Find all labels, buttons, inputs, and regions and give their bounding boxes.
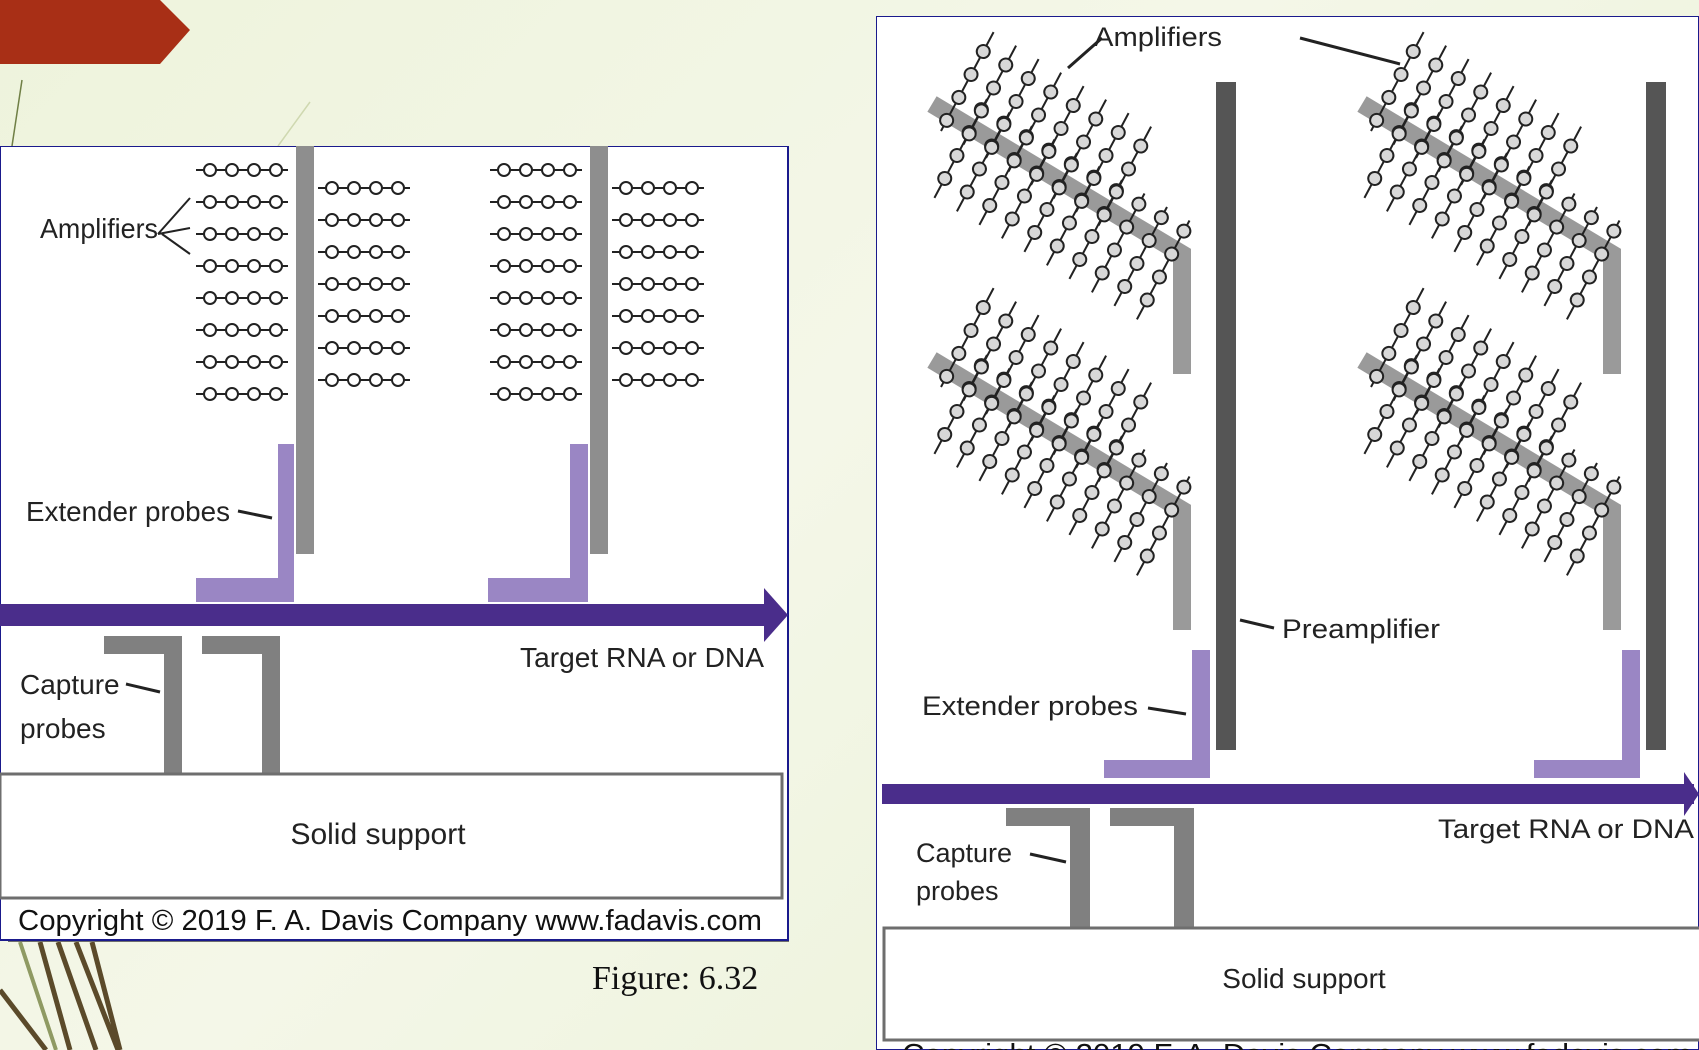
right-target-strand bbox=[882, 772, 1699, 816]
figure-caption: Figure: 6.32 bbox=[592, 960, 759, 997]
right-probes-label: probes bbox=[916, 876, 999, 906]
right-copyright: Copyright © 2019 F. A. Davis Company www… bbox=[902, 1039, 1692, 1050]
right-capture-probe-1 bbox=[1006, 808, 1090, 928]
right-amplifiers-label: Amplifiers bbox=[1094, 22, 1222, 52]
left-extender-probes-label: Extender probes bbox=[26, 496, 230, 527]
left-copyright: Copyright © 2019 F. A. Davis Company www… bbox=[18, 905, 762, 937]
amplifier-cluster-1 bbox=[296, 146, 314, 554]
title-tab-shape bbox=[0, 0, 190, 64]
left-target-label: Target RNA or DNA bbox=[520, 642, 764, 673]
left-probes-label: probes bbox=[20, 713, 106, 744]
extender-probe-1 bbox=[196, 444, 294, 602]
right-solid-support-label: Solid support bbox=[1222, 963, 1386, 994]
target-strand bbox=[0, 588, 788, 642]
right-preamplifier-label: Preamplifier bbox=[1282, 614, 1440, 644]
left-solid-support-label: Solid support bbox=[290, 818, 466, 851]
preamplifier-1 bbox=[1216, 82, 1236, 750]
left-amplifiers-label: Amplifiers bbox=[40, 213, 158, 244]
right-extender-probes-label: Extender probes bbox=[922, 691, 1138, 721]
right-extender-probe-2 bbox=[1534, 650, 1640, 778]
preamplifier-2 bbox=[1646, 82, 1666, 750]
right-extender-probe-1 bbox=[1104, 650, 1210, 778]
amplifier-cluster-2 bbox=[590, 146, 608, 554]
left-figure: Amplifiers Extender probes Target RNA or… bbox=[0, 146, 789, 942]
right-capture-label: Capture bbox=[916, 838, 1012, 868]
capture-probe-2 bbox=[202, 636, 280, 774]
right-figure: Amplifiers Preamplifier Extender probes … bbox=[876, 16, 1699, 1050]
right-target-label: Target RNA or DNA bbox=[1438, 814, 1694, 844]
capture-probe-1 bbox=[104, 636, 182, 774]
right-capture-probe-2 bbox=[1110, 808, 1194, 928]
solid-support-box bbox=[0, 772, 784, 900]
extender-probe-2 bbox=[488, 444, 588, 602]
right-solid-support-box bbox=[882, 926, 1699, 1042]
left-capture-label: Capture bbox=[20, 669, 120, 700]
